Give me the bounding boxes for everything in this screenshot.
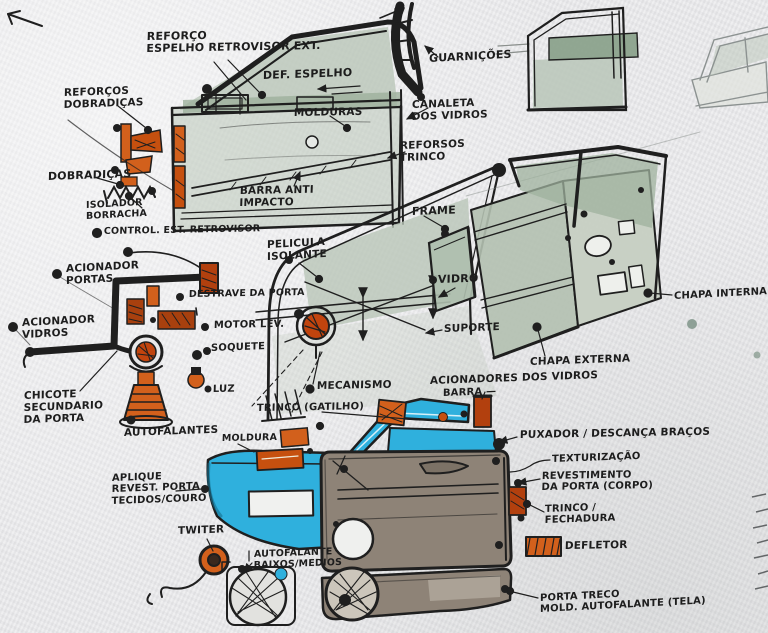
label-motor-lev: MOTOR LEV.	[213, 318, 285, 332]
label-vidro: VIDRO	[437, 271, 479, 287]
door-faint-sketch	[691, 26, 768, 109]
label-trinco-gatilho: TRINCO (GATILHO)	[256, 401, 365, 415]
label-suporte: SUPORTE	[443, 321, 501, 336]
label-pelicula-isolante: PELICULA ISOLANTE	[267, 235, 327, 263]
label-luz: LUZ	[212, 383, 235, 396]
label-isolador-borracha: ISOLADOR BORRACHA	[86, 197, 148, 222]
label-aplique: APLIQUE REVEST. PORTA TECIDOS/COURO	[111, 471, 207, 507]
label-barra-anti-impacto: BARRA ANTI IMPACTO	[239, 183, 315, 209]
label-soquete: SOQUETE	[210, 341, 266, 355]
label-twiter: TWITER	[177, 523, 225, 538]
door-trim-panel	[146, 394, 562, 627]
label-mecanismo: MECANISMO	[316, 378, 392, 393]
label-moldura: MOLDURA	[221, 432, 278, 445]
label-chicote: CHICOTE SECUNDARIO DA PORTA	[23, 388, 104, 426]
leader-lines	[67, 45, 673, 599]
door-shell-perspective	[465, 131, 701, 360]
label-canaleta-vidros: CANALETA DOS VIDROS	[411, 96, 488, 123]
corner-trim-piece	[390, 1, 425, 101]
label-acionador-portas: ACIONADOR PORTAS	[66, 259, 140, 287]
label-reforco-espelho: REFORÇO ESPELHO RETROVISOR EXT.	[146, 28, 321, 56]
label-acionador-vidros: ACIONADOR VIDROS	[22, 313, 96, 341]
label-barra: BARRA —	[442, 386, 497, 400]
wiring-harness	[8, 247, 219, 429]
edge-tick-marks	[751, 493, 768, 590]
glass-pane	[427, 225, 477, 313]
label-trinco-fechadura: TRINCO / FECHADURA	[544, 502, 616, 527]
label-reforsos-trinco: REFORSOS TRINCO	[399, 137, 466, 164]
label-destrave-porta: DESTRAVE DA PORTA	[188, 286, 305, 301]
label-defletor: DEFLETOR	[564, 538, 628, 553]
door-frame-perspective	[251, 163, 506, 422]
ink-splatters	[687, 319, 761, 359]
hinge-parts	[103, 123, 163, 204]
label-revestimento: REVESTIMENTO DA PORTA (CORPO)	[541, 469, 654, 494]
label-frame: FRAME	[411, 203, 456, 219]
door-side-view	[170, 7, 424, 233]
label-reforcos-dobradicas: REFORÇOS DOBRADIÇAS	[63, 84, 144, 111]
label-molduras: MOLDURAS	[293, 105, 363, 120]
corner-arrow	[7, 10, 43, 27]
door-small-side-view	[495, 6, 639, 112]
label-autofalante-baixos: AUTOFALANTE BAIXOS/MEDIOS	[253, 546, 343, 571]
